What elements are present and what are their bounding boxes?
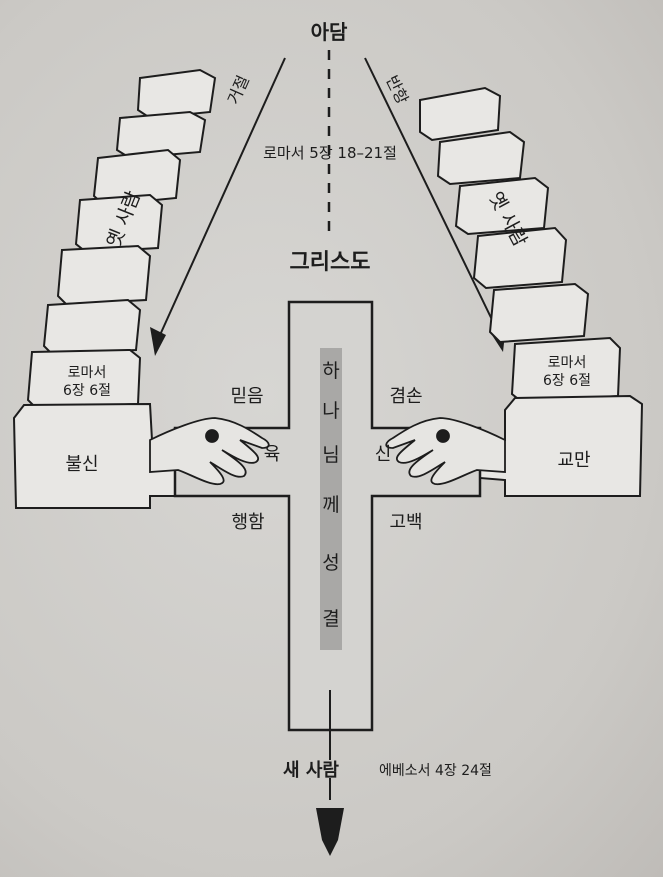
adam-label: 아담	[310, 20, 348, 44]
cross-right-top-label: 겸손	[389, 386, 423, 407]
left-block-4	[74, 193, 164, 254]
vertical-text-2: 나	[322, 400, 340, 422]
left-arrow-line	[159, 57, 286, 336]
left-block-2	[115, 110, 207, 160]
left-block-3	[92, 148, 182, 207]
right-block-stack	[419, 86, 622, 404]
cross-right-bottom-label: 고백	[389, 512, 423, 533]
bottom-arrow-head	[316, 808, 344, 856]
right-hand	[385, 417, 506, 486]
right-base-label: 교만	[557, 450, 591, 471]
left-box-line2: 6장 6절	[62, 383, 112, 399]
cross-left-top-label: 믿음	[230, 386, 264, 407]
right-block-1	[419, 86, 502, 142]
left-block-1	[136, 68, 217, 120]
vertical-text-6: 결	[322, 608, 340, 630]
right-block-3	[454, 176, 550, 236]
right-box-line2: 6장 6절	[542, 373, 592, 389]
left-hand	[149, 417, 270, 486]
vertical-text-3: 님	[322, 444, 340, 466]
christ-label: 그리스도	[289, 250, 371, 275]
vertical-text-5: 성	[322, 552, 340, 574]
left-block-6	[42, 298, 142, 356]
vertical-text-4: 께	[322, 494, 340, 516]
right-arrow-line	[364, 57, 498, 331]
right-block-5	[488, 282, 590, 344]
reference-top: 로마서 5장 18–21절	[263, 144, 397, 162]
cross-left-bottom-label: 행함	[231, 512, 265, 533]
right-box-line1: 로마서	[547, 355, 587, 371]
left-arrow-head	[150, 327, 166, 356]
right-block-4	[472, 226, 568, 290]
left-box-line1: 로마서	[67, 365, 107, 381]
left-block-stack	[26, 68, 217, 410]
left-block-5	[56, 244, 152, 306]
vertical-text-1: 하	[322, 360, 340, 382]
cross-vertical-bar	[320, 348, 342, 650]
new-man-label: 새 사람	[283, 760, 339, 781]
cross-right-mid-label: 신	[374, 444, 392, 465]
left-base-label: 불신	[65, 454, 99, 475]
right-block-2	[436, 130, 526, 186]
cross-left-mid-label: 육	[263, 444, 281, 465]
bottom-reference: 에베소서 4장 24절	[379, 763, 492, 779]
